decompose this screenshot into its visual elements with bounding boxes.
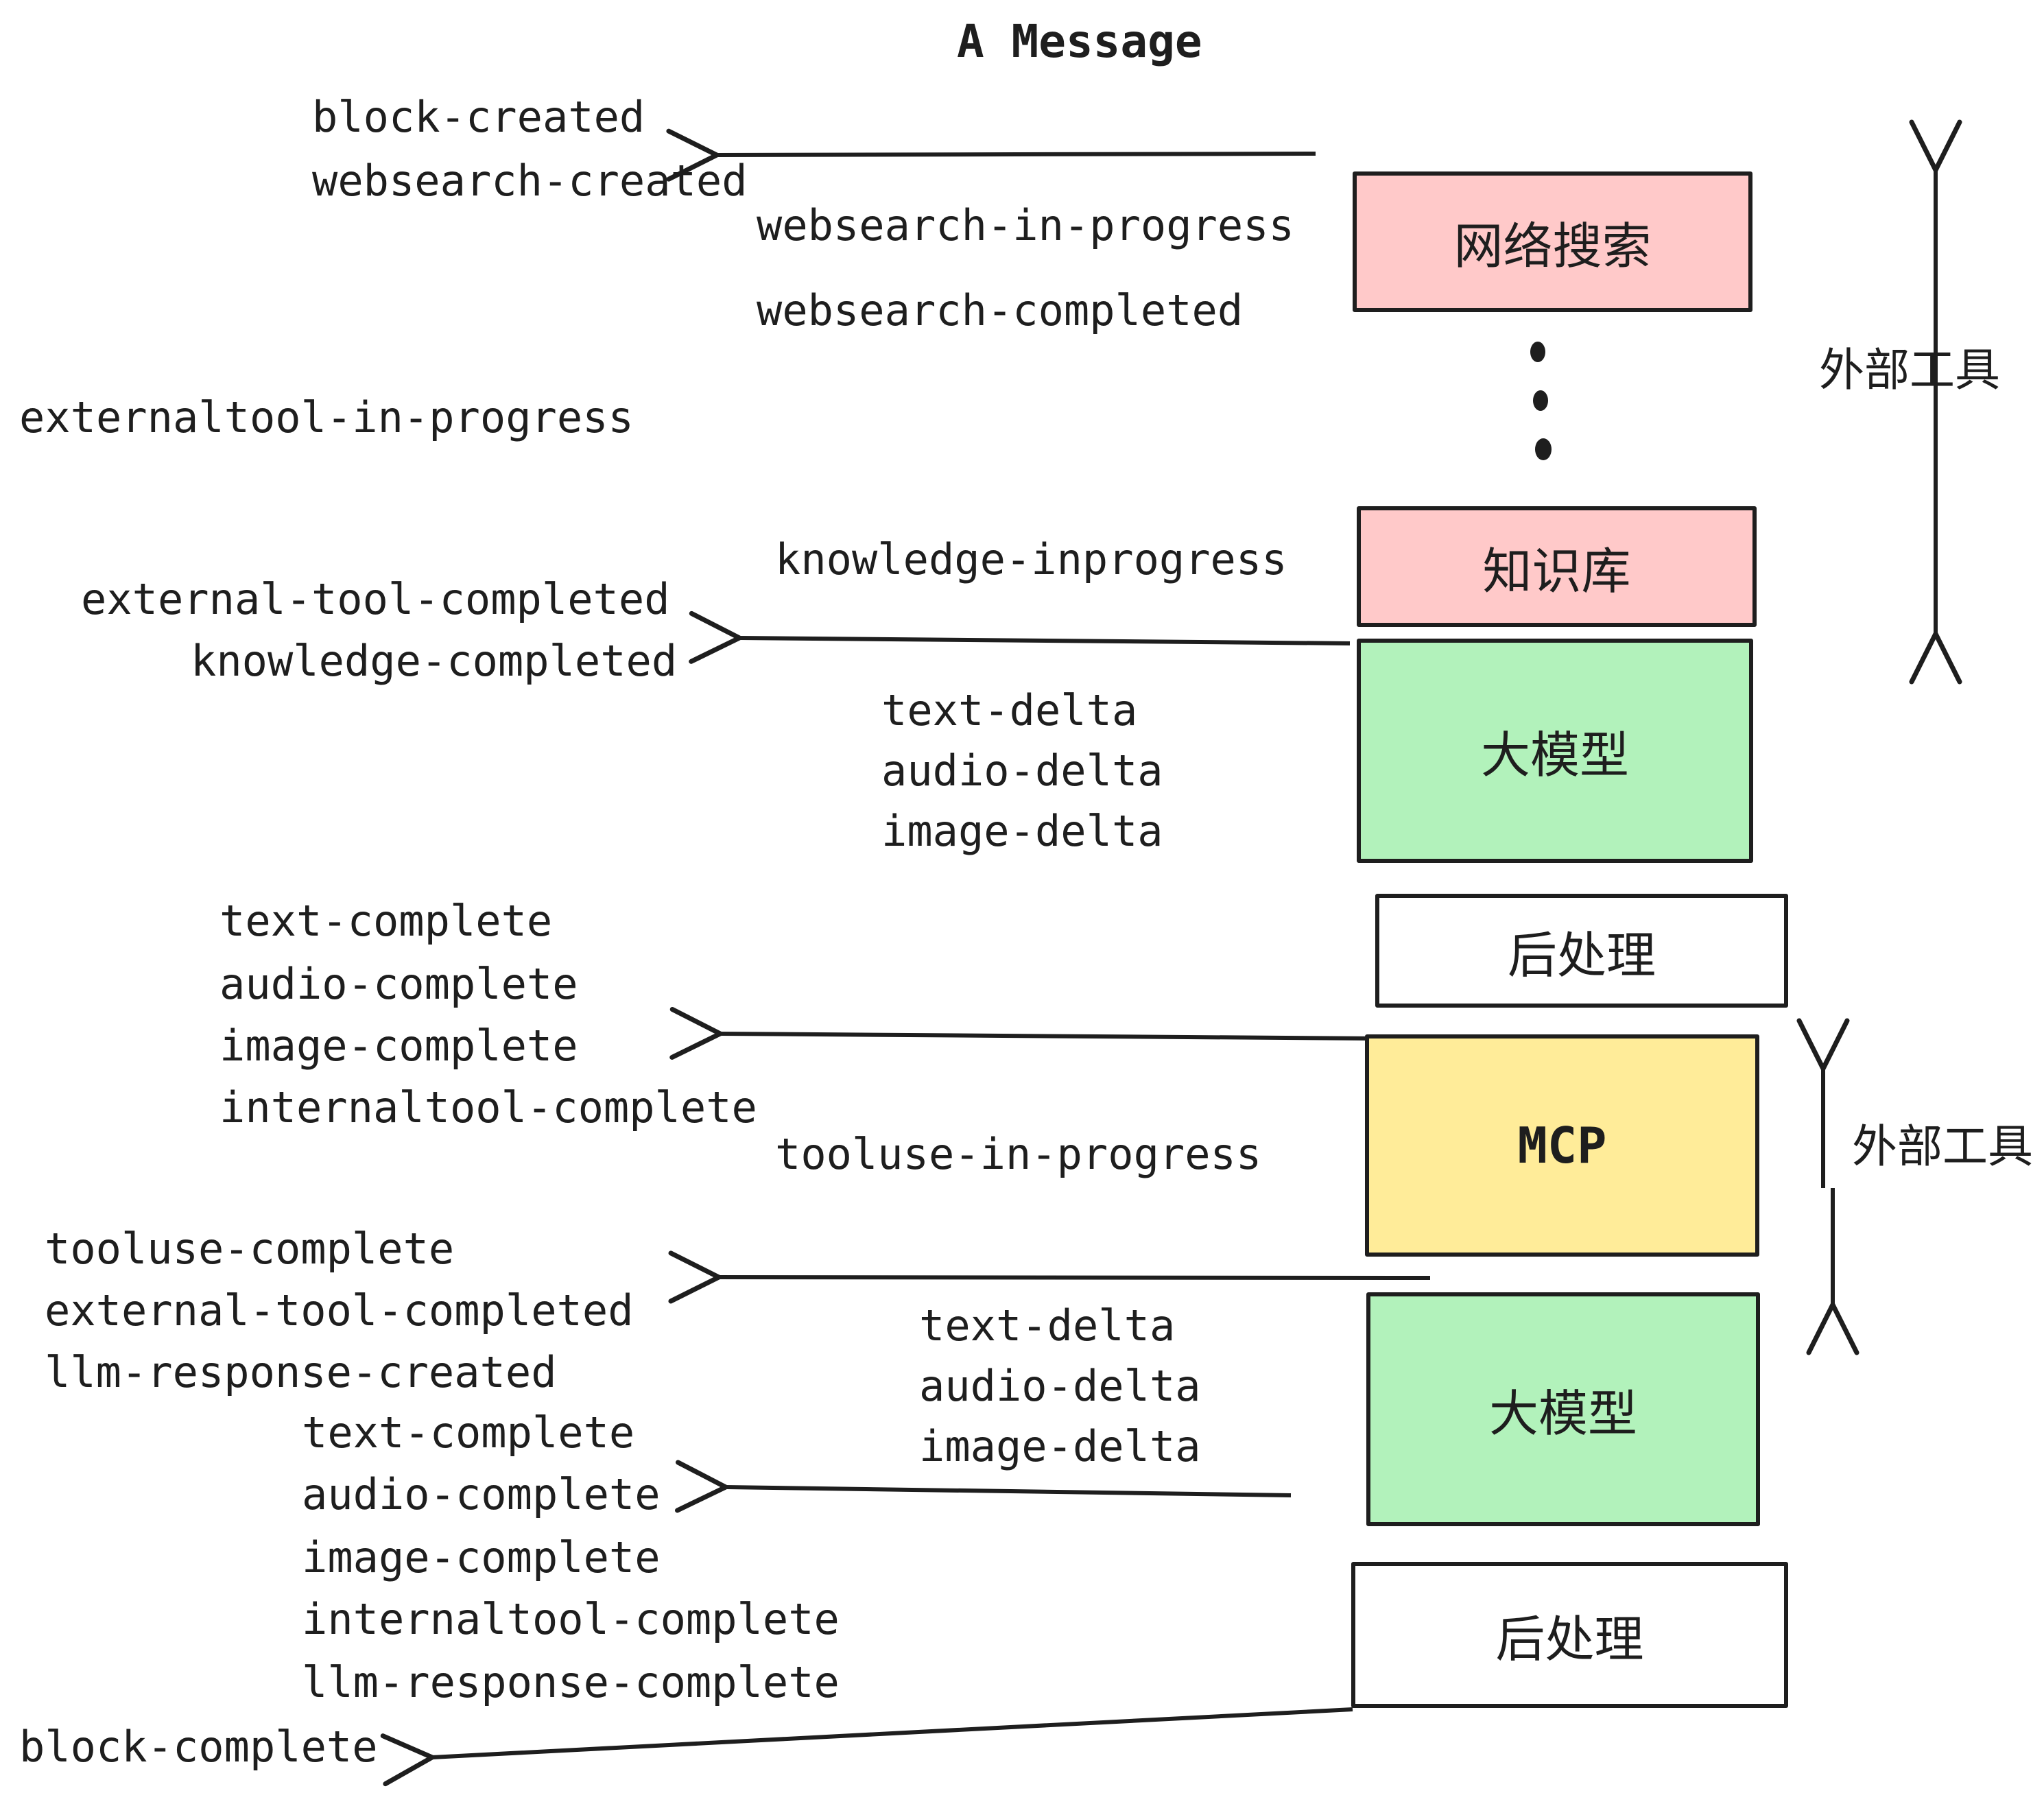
event-text-complete-1: text-complete <box>219 896 553 946</box>
event-audio-complete-1: audio-complete <box>219 959 578 1009</box>
event-llm-response-complete: llm-response-complete <box>302 1657 840 1707</box>
box-mcp: MCP <box>1365 1034 1759 1257</box>
arrow-to-knowledge-completed <box>689 610 1351 664</box>
box-mcp-label: MCP <box>1517 1117 1607 1174</box>
event-internaltool-complete-2: internaltool-complete <box>302 1594 840 1644</box>
event-tooluse-in-progress: tooluse-in-progress <box>775 1129 1262 1179</box>
box-postprocess-1: 后处理 <box>1375 894 1788 1008</box>
box-llm-2: 大模型 <box>1366 1292 1760 1526</box>
box-websearch-label: 网络搜索 <box>1453 217 1652 275</box>
event-internaltool-complete-1: internaltool-complete <box>219 1082 757 1132</box>
event-websearch-created: websearch-created <box>312 156 748 206</box>
box-postprocess-2: 后处理 <box>1351 1562 1788 1708</box>
box-knowledge-label: 知识库 <box>1482 542 1631 600</box>
arrow-to-external-tool-completed <box>668 1250 1431 1304</box>
event-audio-delta-2: audio-delta <box>919 1361 1201 1411</box>
event-websearch-in-progress: websearch-in-progress <box>757 200 1294 250</box>
arrow-to-block-complete <box>380 1707 1353 1787</box>
box-knowledge: 知识库 <box>1357 506 1757 627</box>
event-external-tool-completed-1: external-tool-completed <box>81 574 670 624</box>
box-llm-2-label: 大模型 <box>1488 1385 1637 1443</box>
arrow-to-image-complete <box>669 1006 1379 1060</box>
external-tools-label-top: 外部工具 <box>1819 344 2000 396</box>
event-text-delta-1: text-delta <box>881 685 1138 735</box>
event-image-complete-1: image-complete <box>219 1021 578 1071</box>
event-websearch-completed: websearch-completed <box>757 285 1244 335</box>
box-llm-1: 大模型 <box>1357 639 1753 863</box>
box-postprocess-1-label: 后处理 <box>1507 926 1656 984</box>
event-tooluse-complete: tooluse-complete <box>45 1224 455 1274</box>
box-llm-1-label: 大模型 <box>1480 726 1629 784</box>
event-image-delta-1: image-delta <box>881 806 1163 856</box>
event-knowledge-completed: knowledge-completed <box>191 636 678 686</box>
box-websearch: 网络搜索 <box>1353 171 1752 312</box>
event-block-complete: block-complete <box>19 1722 378 1772</box>
event-block-created: block-created <box>312 92 645 142</box>
event-external-tool-completed-2: external-tool-completed <box>45 1285 634 1336</box>
event-llm-response-created: llm-response-created <box>45 1347 557 1397</box>
box-postprocess-2-label: 后处理 <box>1495 1611 1644 1668</box>
event-externaltool-in-progress: externaltool-in-progress <box>19 392 634 442</box>
event-knowledge-inprogress: knowledge-inprogress <box>775 534 1287 584</box>
diagram-title: A Message <box>957 15 1202 68</box>
event-audio-delta-1: audio-delta <box>881 746 1163 796</box>
event-text-complete-2: text-complete <box>302 1408 635 1458</box>
event-audio-complete-2: audio-complete <box>302 1469 661 1519</box>
event-image-complete-2: image-complete <box>302 1532 661 1582</box>
external-tools-label-mid: 外部工具 <box>1852 1120 2033 1173</box>
arrow-to-audio-complete <box>674 1460 1292 1513</box>
arrow-to-websearch-created <box>666 128 1316 182</box>
vertical-dots <box>1530 342 1552 460</box>
event-text-delta-2: text-delta <box>919 1301 1176 1351</box>
event-image-delta-2: image-delta <box>919 1421 1201 1471</box>
